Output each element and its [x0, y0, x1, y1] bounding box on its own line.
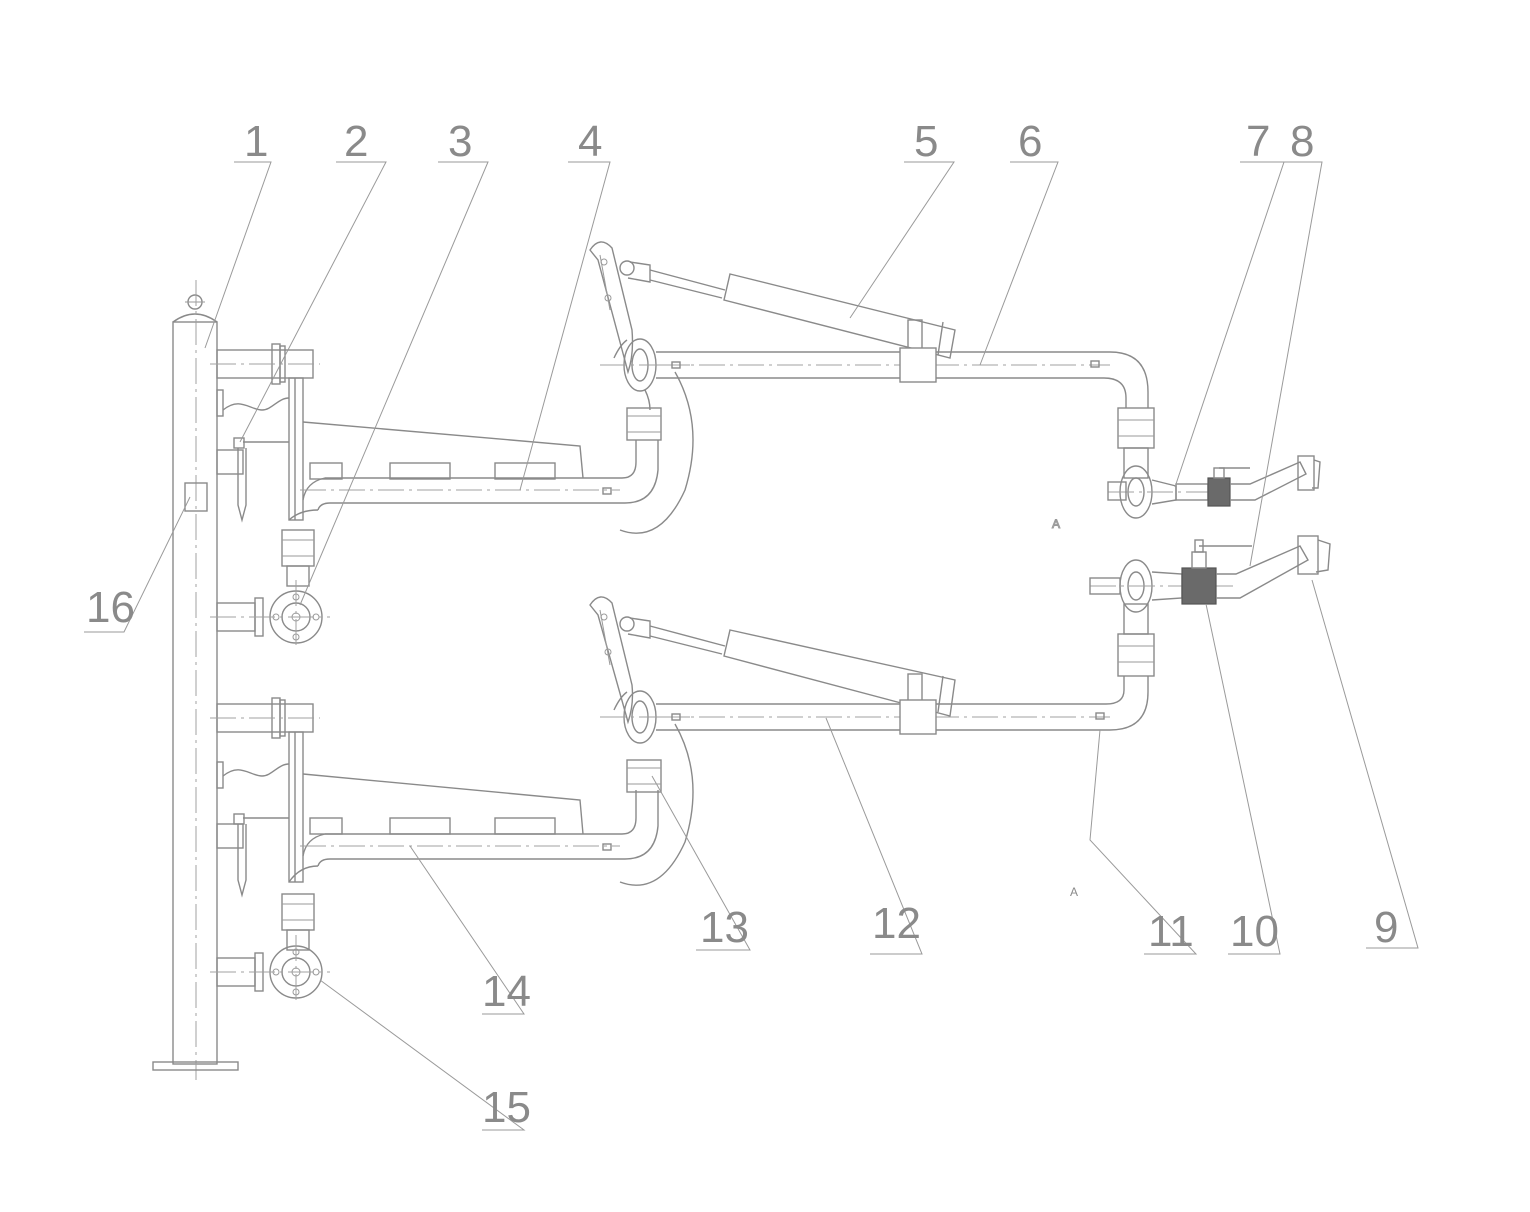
callout-5: 5 [914, 117, 938, 166]
callout-2: 2 [344, 117, 368, 166]
lower-outer-arm [589, 596, 1149, 886]
callout-13: 13 [700, 903, 749, 952]
callout-11: 11 [1148, 907, 1194, 956]
section-mark-a-lower: A [1070, 885, 1078, 899]
callout-labels: 1 2 3 4 5 6 7 8 9 10 11 12 13 14 15 16 [86, 117, 1398, 1132]
callout-1: 1 [244, 117, 268, 166]
upper-outlet: A [1052, 407, 1321, 532]
upper-outer-arm [589, 241, 1149, 534]
callout-14: 14 [482, 967, 531, 1016]
callout-6: 6 [1018, 117, 1042, 166]
section-mark-a-upper: A [1052, 517, 1060, 531]
callout-7: 7 [1246, 117, 1270, 166]
callout-3: 3 [448, 117, 472, 166]
callout-16: 16 [86, 583, 135, 632]
upper-inner-arm [210, 343, 662, 650]
callout-8: 8 [1290, 117, 1314, 166]
callout-12: 12 [872, 899, 921, 948]
callout-4: 4 [578, 117, 602, 166]
callout-15: 15 [482, 1083, 531, 1132]
lower-inner-arm [210, 697, 662, 1005]
callout-9: 9 [1374, 903, 1398, 952]
vertical-column [152, 280, 244, 1080]
lower-outlet: A [1070, 535, 1331, 899]
leader-lines [84, 161, 1419, 1131]
callout-10: 10 [1230, 907, 1279, 956]
junction-box-16 [184, 482, 208, 512]
